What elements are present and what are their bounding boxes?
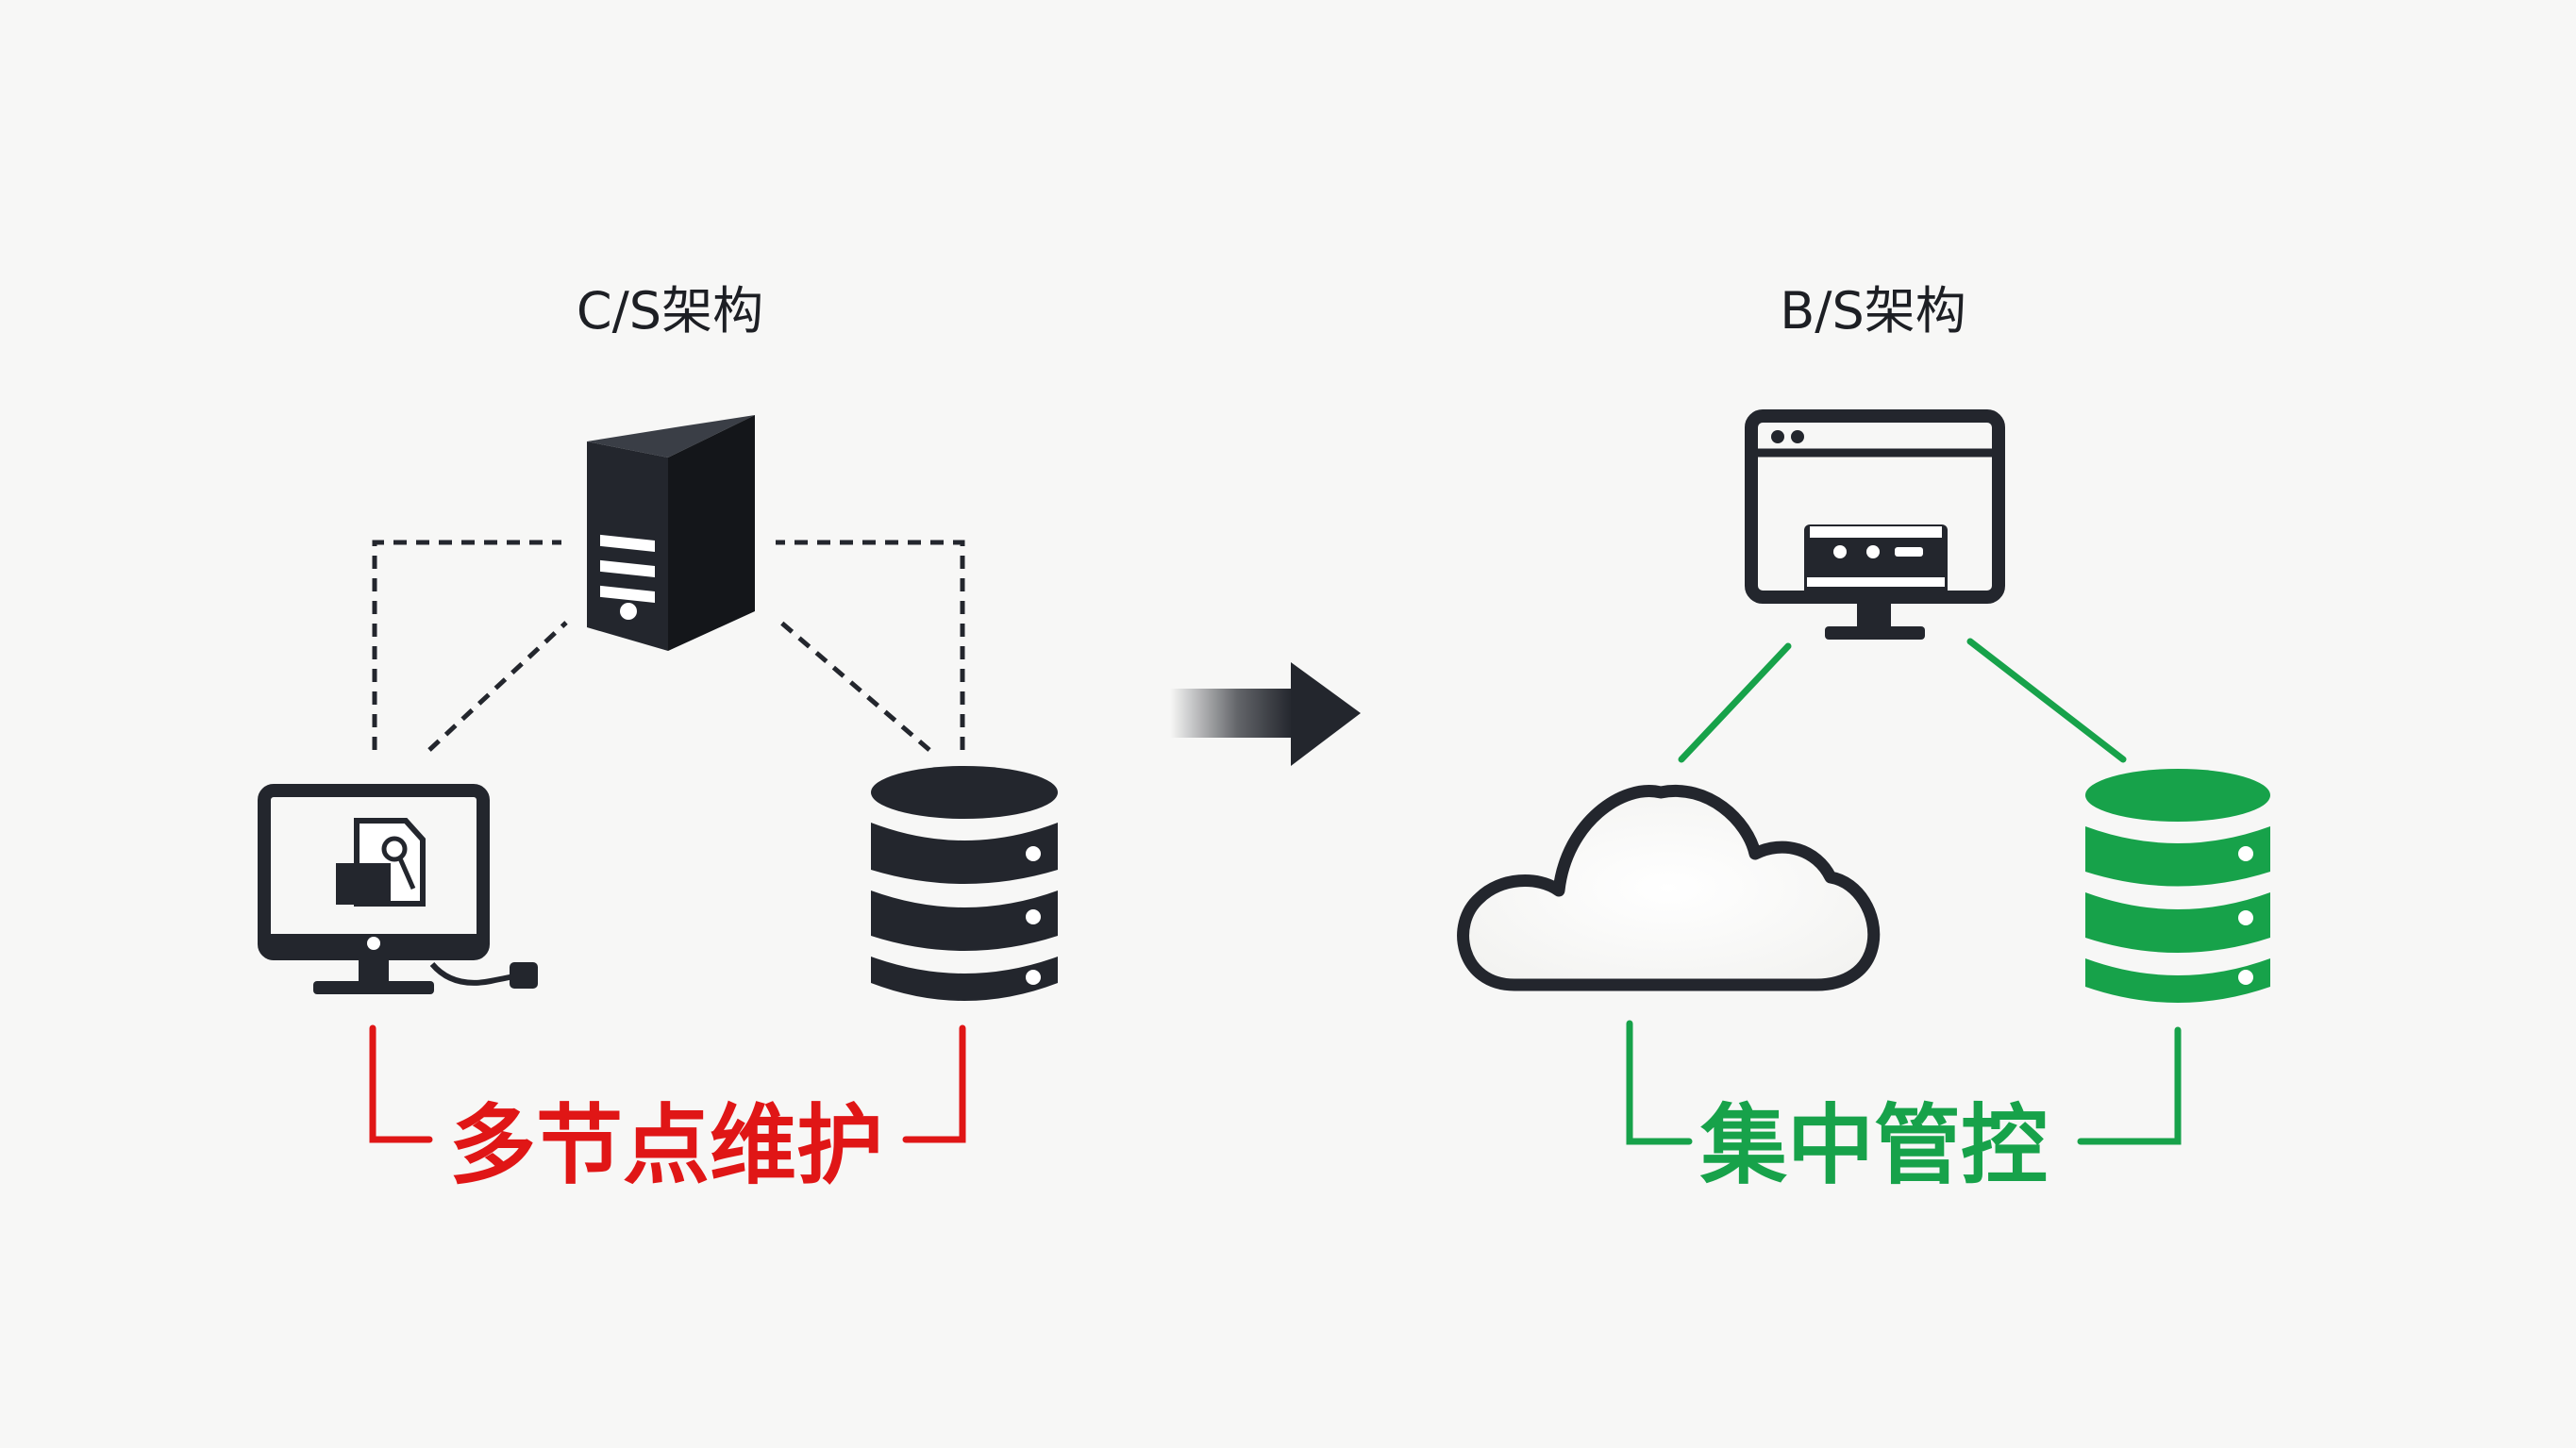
cs-dashed-links [372,540,965,752]
dashed-link-client-server [372,540,561,750]
link-browser-db [1966,638,2127,763]
dashed-link-db-server [776,540,965,750]
bs-links [1678,638,2127,763]
dashed-link-client-server-diagonal [427,621,568,752]
dashed-link-db-server-diagonal [779,621,931,752]
bs-caption-bracket [1626,1020,2182,1145]
desktop-computer-icon [258,784,538,994]
bs-caption: 集中管控 [1699,1095,2048,1196]
server-tower-icon [587,415,755,651]
link-browser-cloud [1678,642,1792,763]
cs-caption: 多节点维护 [449,1095,883,1196]
cs-caption-bracket [369,1024,966,1143]
database-icon-green [2085,769,2270,1003]
browser-monitor-icon [1745,409,2005,640]
database-icon [871,766,1058,1001]
cloud-icon [1457,785,1881,991]
bs-title: B/S架构 [1780,281,1966,341]
arrow-right-icon [1170,662,1361,766]
bs-architecture-panel: B/S架构 [1457,281,2270,1196]
file-key-icon [336,818,426,907]
cs-title: C/S架构 [577,281,763,341]
cs-architecture-panel: C/S架构 [258,281,1058,1196]
